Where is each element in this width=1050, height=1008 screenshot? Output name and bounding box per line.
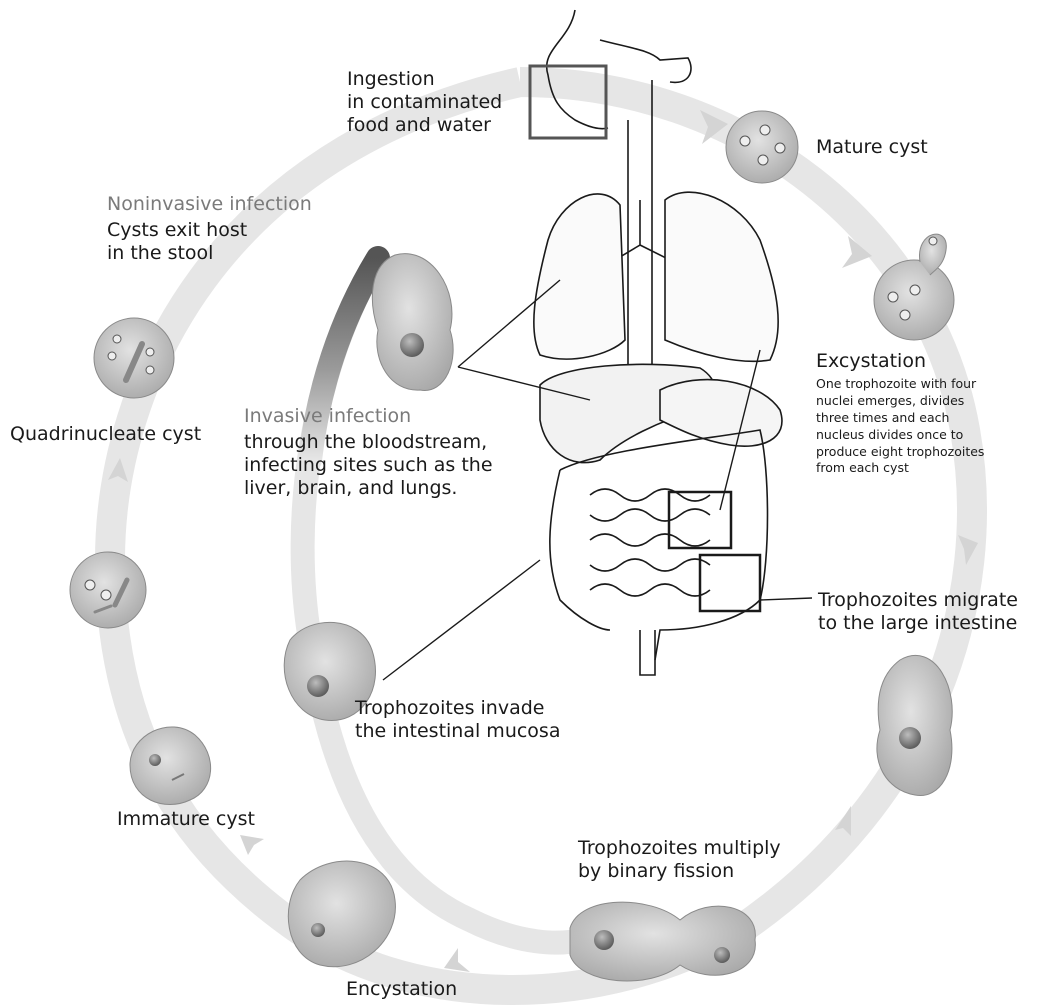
multiply-label: Trophozoites multiply by binary fission	[578, 837, 781, 883]
excystation-title: Excystation	[816, 350, 926, 373]
invade-label: Trophozoites invade the intestinal mucos…	[355, 697, 560, 743]
ingestion-line-1: Ingestion	[347, 68, 502, 91]
binucleate-cyst	[70, 552, 146, 628]
excystation-line-1: One trophozoite with four	[816, 376, 984, 393]
migrate-line-2: to the large intestine	[818, 612, 1018, 635]
noninvasive-line-1: Cysts exit host	[107, 219, 247, 242]
invade-line-1: Trophozoites invade	[355, 697, 560, 720]
trophozoite-invasive-top	[372, 254, 453, 391]
excystation-line-6: from each cyst	[816, 460, 984, 477]
noninvasive-body: Cysts exit host in the stool	[107, 219, 247, 265]
multiply-line-2: by binary fission	[578, 860, 781, 883]
quadrinucleate-cyst-organism	[94, 318, 174, 398]
invade-line-2: the intestinal mucosa	[355, 720, 560, 743]
quadrinucleate-cyst-label: Quadrinucleate cyst	[10, 423, 201, 446]
encystation-label: Encystation	[346, 978, 457, 1001]
invasive-body: through the bloodstream, infecting sites…	[244, 431, 493, 499]
immature-cyst-label: Immature cyst	[117, 808, 255, 831]
migrate-line-1: Trophozoites migrate	[818, 589, 1018, 612]
trophozoite-right	[877, 655, 952, 795]
mature-cyst-label: Mature cyst	[816, 136, 928, 159]
migrate-label: Trophozoites migrate to the large intest…	[818, 589, 1018, 635]
noninvasive-title: Noninvasive infection	[107, 193, 312, 216]
excystation-line-5: produce eight trophozoites	[816, 444, 984, 461]
excystation-line-4: nucleus divides once to	[816, 427, 984, 444]
ingestion-line-3: food and water	[347, 114, 502, 137]
ingestion-line-2: in contaminated	[347, 91, 502, 114]
excystation-line-2: nuclei emerges, divides	[816, 393, 984, 410]
binary-fission-trophozoites	[570, 902, 755, 981]
immature-cyst	[130, 727, 211, 805]
mature-cyst	[726, 111, 798, 183]
invasive-title: Invasive infection	[244, 405, 411, 428]
invasive-line-2: infecting sites such as the	[244, 454, 493, 477]
encystation-organism	[288, 861, 395, 967]
invasive-line-1: through the bloodstream,	[244, 431, 493, 454]
noninvasive-line-2: in the stool	[107, 242, 247, 265]
invasive-line-3: liver, brain, and lungs.	[244, 477, 493, 500]
ingestion-label: Ingestion in contaminated food and water	[347, 68, 502, 136]
excystation-body: One trophozoite with four nuclei emerges…	[816, 376, 984, 477]
multiply-line-1: Trophozoites multiply	[578, 837, 781, 860]
excystation-line-3: three times and each	[816, 410, 984, 427]
